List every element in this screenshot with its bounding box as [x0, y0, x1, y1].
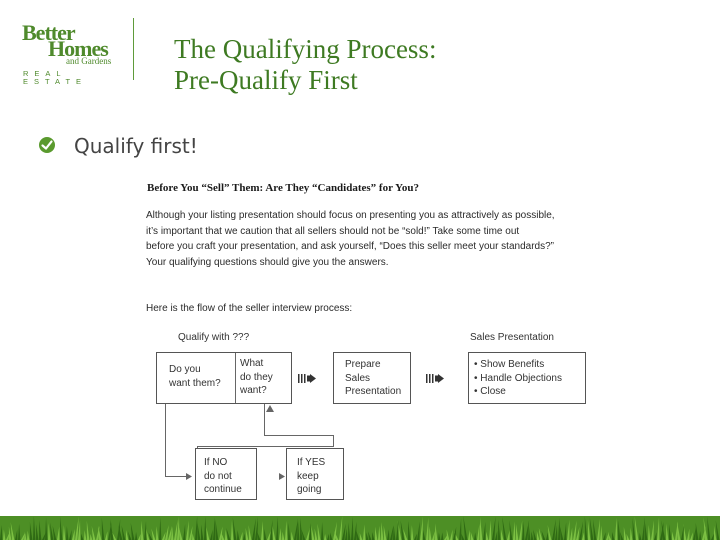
logo-word-gardens: and Gardens [66, 56, 112, 66]
paragraph-line: Your qualifying questions should give yo… [146, 256, 389, 268]
slide-title-line-2: Pre-Qualify First [174, 65, 358, 95]
connector-line [264, 404, 265, 436]
sales-presentation-box [468, 352, 586, 404]
flow-arrow-icon [426, 374, 444, 383]
if-yes-box [286, 448, 344, 500]
document-paragraph: Although your listing presentation shoul… [146, 208, 596, 270]
if-no-box [195, 448, 257, 500]
connector-line [333, 435, 334, 446]
document-excerpt: Before You “Sell” Them: Are They “Candid… [140, 176, 600, 506]
document-heading: Before You “Sell” Them: Are They “Candid… [147, 182, 419, 194]
slide-title: The Qualifying Process: Pre-Qualify Firs… [174, 34, 436, 96]
connector-line [264, 435, 334, 436]
sales-presentation-steps: • Show Benefits• Handle Objections• Clos… [474, 359, 562, 397]
qualify-box-divider [235, 353, 236, 403]
paragraph-line: it’s important that we caution that all … [146, 225, 520, 237]
grass-footer-decoration [0, 516, 720, 540]
qualify-label: Qualify with ??? [178, 332, 250, 343]
paragraph-line: Although your listing presentation shoul… [146, 210, 555, 221]
logo-divider [133, 18, 134, 80]
brand-logo: Better Homes and Gardens REAL ESTATE [20, 20, 130, 85]
flow-arrow-icon [298, 374, 316, 383]
prepare-presentation-box [333, 352, 411, 404]
logo-real-estate: REAL ESTATE [23, 69, 88, 86]
qualify-box [156, 352, 292, 404]
right-arrow-icon [279, 473, 285, 480]
paragraph-line: before you craft your presentation, and … [146, 241, 554, 252]
connector-line [197, 446, 334, 447]
flow-intro: Here is the flow of the seller interview… [146, 303, 353, 314]
logo-word-homes: Homes [48, 36, 109, 61]
sales-presentation-label: Sales Presentation [470, 332, 554, 343]
connector-line [165, 476, 187, 477]
right-arrow-icon [186, 473, 192, 480]
checkmark-bullet-icon [39, 137, 55, 153]
slide-title-line-1: The Qualifying Process: [174, 34, 437, 64]
up-arrow-icon [266, 405, 274, 412]
bullet-text: Qualify first! [74, 134, 198, 158]
connector-line [165, 404, 166, 477]
logo-word-better: Better [22, 20, 76, 45]
